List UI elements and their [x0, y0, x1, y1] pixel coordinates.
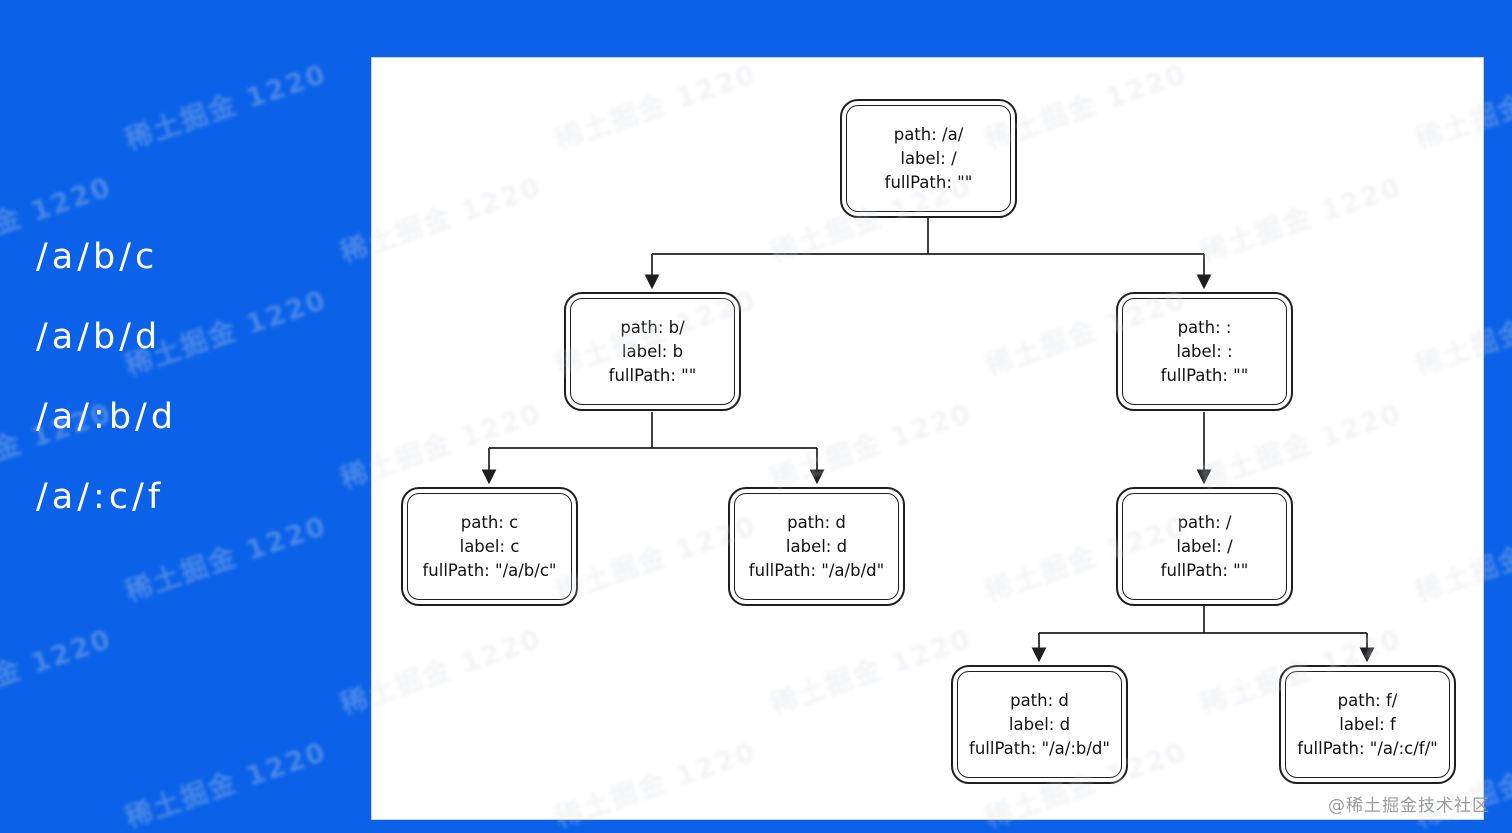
node-label: label: c: [459, 536, 520, 556]
node-label: label: b: [621, 341, 684, 361]
node-path: path: d: [787, 512, 846, 532]
node-path: path: :: [1177, 317, 1232, 337]
node-path: path: /a/: [893, 124, 964, 144]
tree-node-d2: path: d label: d fullPath: "/a/:b/d": [951, 665, 1128, 784]
tiled-watermark-text: 稀土掘金 1220: [0, 623, 116, 722]
tree-node-body: path: b/ label: b fullPath: "": [570, 298, 735, 405]
node-label: label: /: [1176, 536, 1233, 556]
node-path: path: f/: [1337, 690, 1398, 710]
node-label: label: :: [1176, 341, 1233, 361]
tiled-watermark-text: 稀土掘金 1220: [121, 736, 331, 833]
juejin-community-watermark: @稀土掘金技术社区: [1328, 796, 1490, 816]
tiled-watermark-text: 稀土掘金 1220: [121, 58, 331, 157]
tree-node-body: path: c label: c fullPath: "/a/b/c": [407, 493, 572, 600]
route-path: /a/:b/d: [36, 397, 178, 437]
tree-node-slash: path: / label: / fullPath: "": [1116, 487, 1293, 606]
node-path: path: d: [1010, 690, 1069, 710]
tree-node-body: path: /a/ label: / fullPath: "": [846, 105, 1011, 212]
tree-node-param: path: : label: : fullPath: "": [1116, 292, 1293, 411]
route-path: /a/b/c: [36, 237, 159, 277]
tree-node-body: path: d label: d fullPath: "/a/:b/d": [957, 671, 1122, 778]
node-fullpath: fullPath: "/a/b/d": [748, 561, 885, 581]
tree-node-c: path: c label: c fullPath: "/a/b/c": [401, 487, 578, 606]
node-fullpath: fullPath: "/a/:c/f/": [1297, 739, 1438, 759]
node-path: path: b/: [620, 317, 685, 337]
tree-node-body: path: d label: d fullPath: "/a/b/d": [734, 493, 899, 600]
node-fullpath: fullPath: "": [884, 173, 973, 193]
route-path: /a/:c/f: [36, 477, 165, 517]
route-list: /a/b/c /a/b/d /a/:b/d /a/:c/f: [36, 237, 177, 517]
diagram-canvas: path: /a/ label: / fullPath: "" path: b/…: [371, 57, 1484, 820]
tree-node-body: path: f/ label: f fullPath: "/a/:c/f/": [1285, 671, 1450, 778]
route-path: /a/b/d: [36, 317, 162, 357]
tree-node-body: path: : label: : fullPath: "": [1122, 298, 1287, 405]
node-label: label: d: [1008, 714, 1071, 734]
node-fullpath: fullPath: "": [608, 366, 697, 386]
tree-node-root: path: /a/ label: / fullPath: "": [840, 99, 1017, 218]
node-fullpath: fullPath: "/a/b/c": [422, 561, 557, 581]
node-fullpath: fullPath: "": [1160, 366, 1249, 386]
node-path: path: /: [1177, 512, 1232, 532]
node-fullpath: fullPath: "": [1160, 561, 1249, 581]
node-label: label: d: [785, 536, 848, 556]
tree-node-d1: path: d label: d fullPath: "/a/b/d": [728, 487, 905, 606]
node-path: path: c: [460, 512, 519, 532]
tree-connectors: [481, 218, 1375, 663]
tiled-watermark-text: 稀土掘金 1220: [121, 510, 331, 609]
tree-node-f: path: f/ label: f fullPath: "/a/:c/f/": [1279, 665, 1456, 784]
node-label: label: /: [900, 148, 957, 168]
tree-node-b: path: b/ label: b fullPath: "": [564, 292, 741, 411]
tree-node-body: path: / label: / fullPath: "": [1122, 493, 1287, 600]
node-fullpath: fullPath: "/a/:b/d": [969, 739, 1110, 759]
node-label: label: f: [1339, 714, 1396, 734]
